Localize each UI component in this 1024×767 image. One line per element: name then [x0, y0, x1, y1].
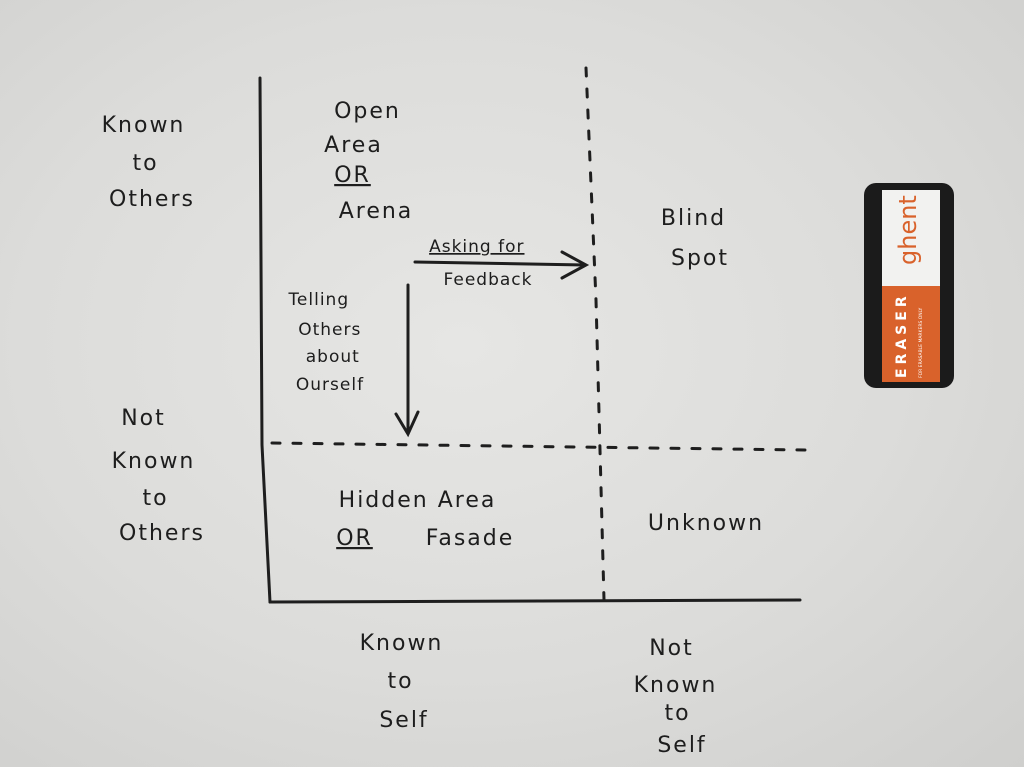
horizontal-divider-dashed — [270, 441, 807, 452]
quadrant-hidden-area: Hidden Area OR Fasade — [336, 488, 514, 551]
row-label-known-to-others: Known to Others — [102, 113, 195, 212]
feedback-arrow-label: Asking for Feedback — [429, 237, 532, 290]
quadrant-open-area: Open Area OR Arena — [324, 99, 413, 224]
eraser-label: ERASER — [894, 292, 910, 378]
telling-arrow — [394, 283, 420, 438]
feedback-arrow — [413, 250, 590, 280]
vertical-divider-dashed — [584, 66, 606, 602]
eraser-subtitle: FOR ERASABLE MARKERS ONLY — [918, 307, 924, 378]
horizontal-axis-line — [268, 598, 802, 604]
quadrant-unknown: Unknown — [648, 511, 764, 536]
column-label-known-to-self: Known to Self — [360, 631, 453, 733]
row-label-not-known-to-others: Not Known to Others — [112, 406, 205, 546]
column-label-not-known-to-self: Not Known to Self — [634, 636, 727, 758]
quadrant-blind-spot: Blind Spot — [661, 206, 735, 271]
whiteboard-eraser: ghent ERASER FOR ERASABLE MARKERS ONLY — [864, 183, 954, 388]
eraser-brand: ghent — [894, 195, 922, 265]
telling-arrow-label: Telling Others about Ourself — [287, 290, 367, 395]
vertical-axis-line — [258, 76, 272, 604]
